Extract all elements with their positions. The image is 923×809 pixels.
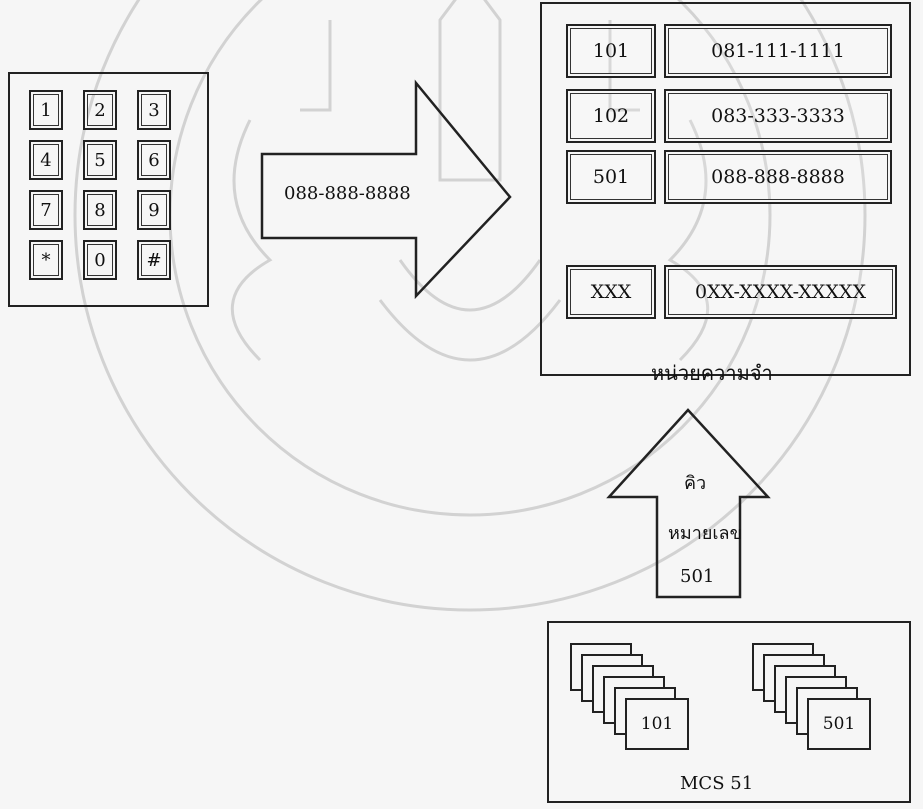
queue-label: คิว <box>684 468 706 497</box>
card-front: 101 <box>625 698 689 750</box>
number-label: หมายเลข <box>668 518 742 547</box>
mcs51-caption: MCS 51 <box>680 773 753 794</box>
card-front: 501 <box>807 698 871 750</box>
queue-number: 501 <box>680 566 714 587</box>
